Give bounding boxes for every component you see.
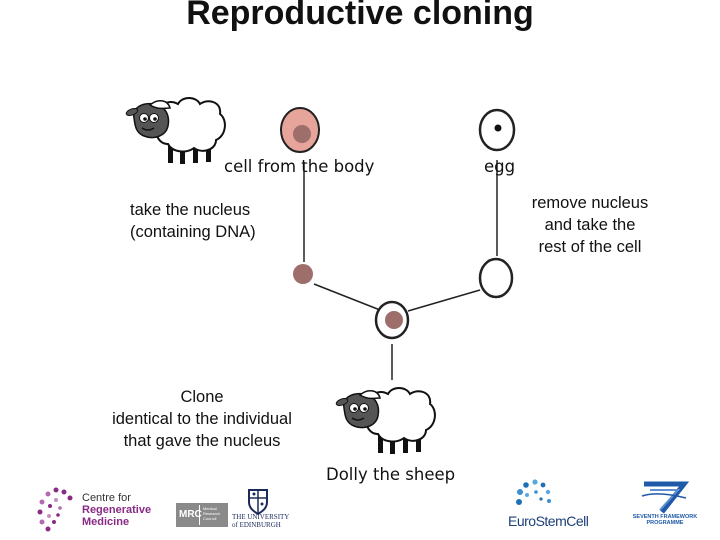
mrc-logo-box [176, 503, 228, 527]
mrc-logo-small-text: Medical Research Council [203, 506, 221, 521]
fp7-logo-icon [641, 481, 690, 514]
eurostemcell-logo: EuroStemCell [508, 513, 589, 529]
take-nucleus-label: take the nucleus (containing DNA) [130, 199, 256, 243]
dolly-label: Dolly the sheep [326, 465, 456, 484]
edinburgh-line-1: THE UNIVERSITY [232, 513, 290, 521]
enucleated-egg [478, 257, 514, 299]
take-nucleus-line-1: take the nucleus [130, 201, 251, 219]
take-nucleus-line-2: (containing DNA) [130, 223, 256, 241]
dolly-sheep-icon [335, 387, 436, 454]
crm-logo: Centre for Regenerative Medicine [82, 492, 151, 528]
eurostemcell-logo-icon [516, 479, 551, 505]
cell-from-body-label: cell from the body [224, 157, 375, 176]
egg-cell [478, 108, 516, 152]
connector-nucleus-to-merge [313, 283, 381, 311]
merged-cell [374, 300, 410, 340]
egg-label: egg [484, 157, 516, 176]
clone-label: Clone identical to the individual that g… [88, 386, 316, 452]
edinburgh-logo: THE UNIVERSITY of EDINBURGH [232, 513, 289, 529]
page-title: Reproductive cloning [186, 0, 534, 32]
remove-nucleus-line-2: and take the [544, 216, 636, 234]
edinburgh-crest-icon [248, 489, 268, 516]
fp7-logo: SEVENTH FRAMEWORK PROGRAMME [632, 514, 698, 526]
crm-logo-line-3: Medicine [82, 516, 130, 528]
crm-logo-line-2: Regenerative [82, 504, 152, 516]
connector-egg-to-merge [407, 289, 481, 312]
clone-line-1: Clone [180, 388, 224, 406]
crm-logo-icon [37, 487, 73, 532]
crm-logo-line-1: Centre for [82, 492, 131, 504]
clone-line-2: identical to the individual [112, 410, 292, 428]
clone-line-3: that gave the nucleus [123, 432, 281, 450]
remove-nucleus-label: remove nucleus and take the rest of the … [510, 192, 670, 258]
mrc-logo-text: MRC [179, 509, 202, 520]
remove-nucleus-line-3: rest of the cell [538, 238, 642, 256]
remove-nucleus-line-1: remove nucleus [531, 194, 649, 212]
isolated-nucleus [293, 264, 313, 284]
sheep-icon [125, 97, 226, 164]
body-cell [280, 107, 320, 153]
edinburgh-line-2: of EDINBURGH [232, 521, 281, 529]
